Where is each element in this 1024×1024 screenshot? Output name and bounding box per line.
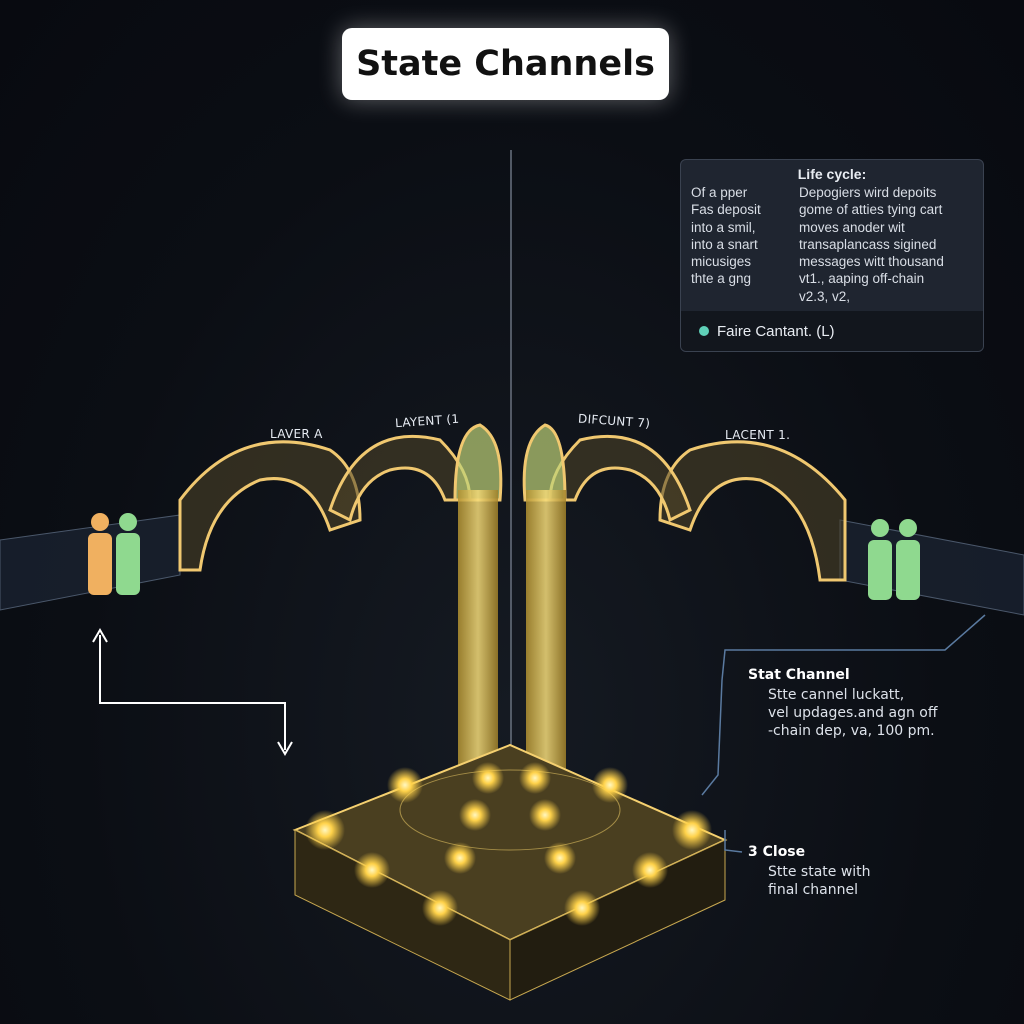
page-title: State Channels [342, 28, 669, 100]
state-channel-note: Stat Channel Stte cannel luckatt, vel up… [748, 666, 938, 740]
note-text: Stte state with [768, 864, 871, 880]
left-users-icon [88, 513, 140, 595]
lifecycle-heading: Life cycle: [797, 166, 867, 182]
flow-arrow [99, 635, 286, 750]
lifecycle-text: moves anoder wit [799, 219, 905, 235]
arch-label: LAVER A [270, 427, 323, 441]
glow-nodes [305, 762, 712, 926]
lifecycle-text: micusiges [691, 254, 752, 270]
lifecycle-right-column: Depogiers wird depoits gome of atties ty… [799, 184, 944, 305]
lifecycle-text: transaplancass sigined [799, 236, 937, 252]
lifecycle-text: into a smil, [691, 219, 756, 235]
lifecycle-footer-text: Faire Cantant. (L) [717, 322, 835, 340]
lifecycle-footer: Faire Cantant. (L) [681, 311, 983, 352]
close-note: 3 Close Stte state with final channel [748, 843, 871, 899]
lifecycle-text: Depogiers wird depoits [799, 185, 937, 200]
right-users-icon [868, 519, 920, 600]
lifecycle-text: Fas deposit [691, 202, 761, 218]
lifecycle-text: gome of atties tying cart [799, 202, 943, 218]
lifecycle-text: thte a gng [691, 271, 752, 287]
arch-label: LACENT 1. [725, 428, 791, 442]
lifecycle-text: messages witt thousand [799, 254, 944, 270]
note-text: -chain dep, va, 100 pm. [768, 723, 935, 739]
status-dot-icon [699, 326, 709, 337]
lifecycle-text: vt1., aaping off-chain [799, 271, 925, 287]
lifecycle-text: into a snart [691, 236, 758, 252]
note-text: final channel [768, 882, 859, 898]
close-heading: 3 Close [748, 844, 806, 860]
state-channel-connector [701, 614, 986, 796]
note-text: Stte cannel luckatt, [768, 687, 905, 703]
close-connector [724, 830, 743, 853]
right-band [839, 519, 1024, 616]
state-channel-heading: Stat Channel [748, 667, 850, 683]
left-column [458, 490, 498, 780]
lifecycle-panel: Life cycle: Of a pper Fas deposit into a… [680, 159, 984, 353]
note-text: vel updages.and agn off [768, 705, 938, 721]
arrowheads [92, 628, 293, 756]
lifecycle-text: Of a pper [691, 185, 748, 200]
right-column [526, 490, 566, 780]
arches [178, 423, 847, 582]
lifecycle-text: v2.3, v2, [799, 288, 851, 304]
lifecycle-left-column: Of a pper Fas deposit into a smil, into … [691, 184, 799, 305]
